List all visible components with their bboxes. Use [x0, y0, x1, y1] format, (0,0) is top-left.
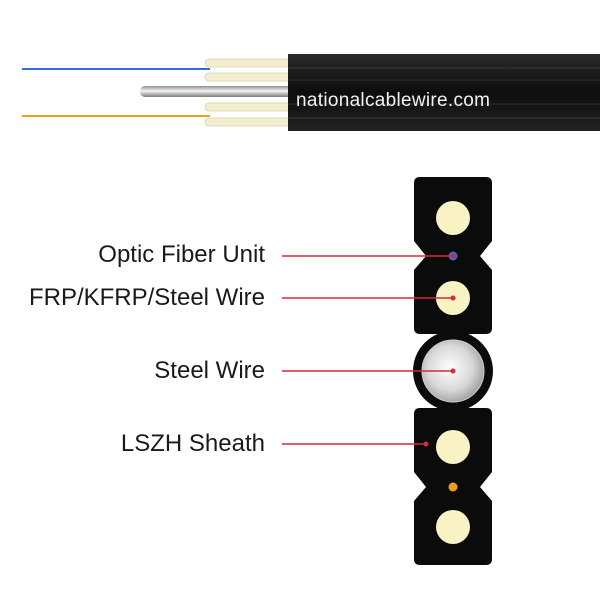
strength-member-side — [204, 117, 301, 127]
label-steel-wire: Steel Wire — [154, 357, 265, 384]
lower-strength-member — [436, 430, 470, 464]
leader-lines — [282, 253, 456, 447]
steel-wire-side — [140, 86, 300, 97]
watermark-text: nationalcablewire.com — [296, 90, 491, 111]
strength-member-side — [204, 102, 301, 112]
label-lszh-sheath: LSZH Sheath — [120, 430, 265, 457]
lower-strength-member — [436, 510, 470, 544]
cable-side-view — [22, 54, 600, 131]
upper-strength-member — [436, 201, 470, 235]
label-optic-fiber-unit: Optic Fiber Unit — [98, 241, 265, 268]
strength-member-side — [204, 58, 301, 68]
orange-fiber-cross — [448, 482, 458, 492]
strength-member-side — [204, 72, 301, 82]
label-frp-kfrp-steel-wire: FRP/KFRP/Steel Wire — [28, 284, 265, 311]
